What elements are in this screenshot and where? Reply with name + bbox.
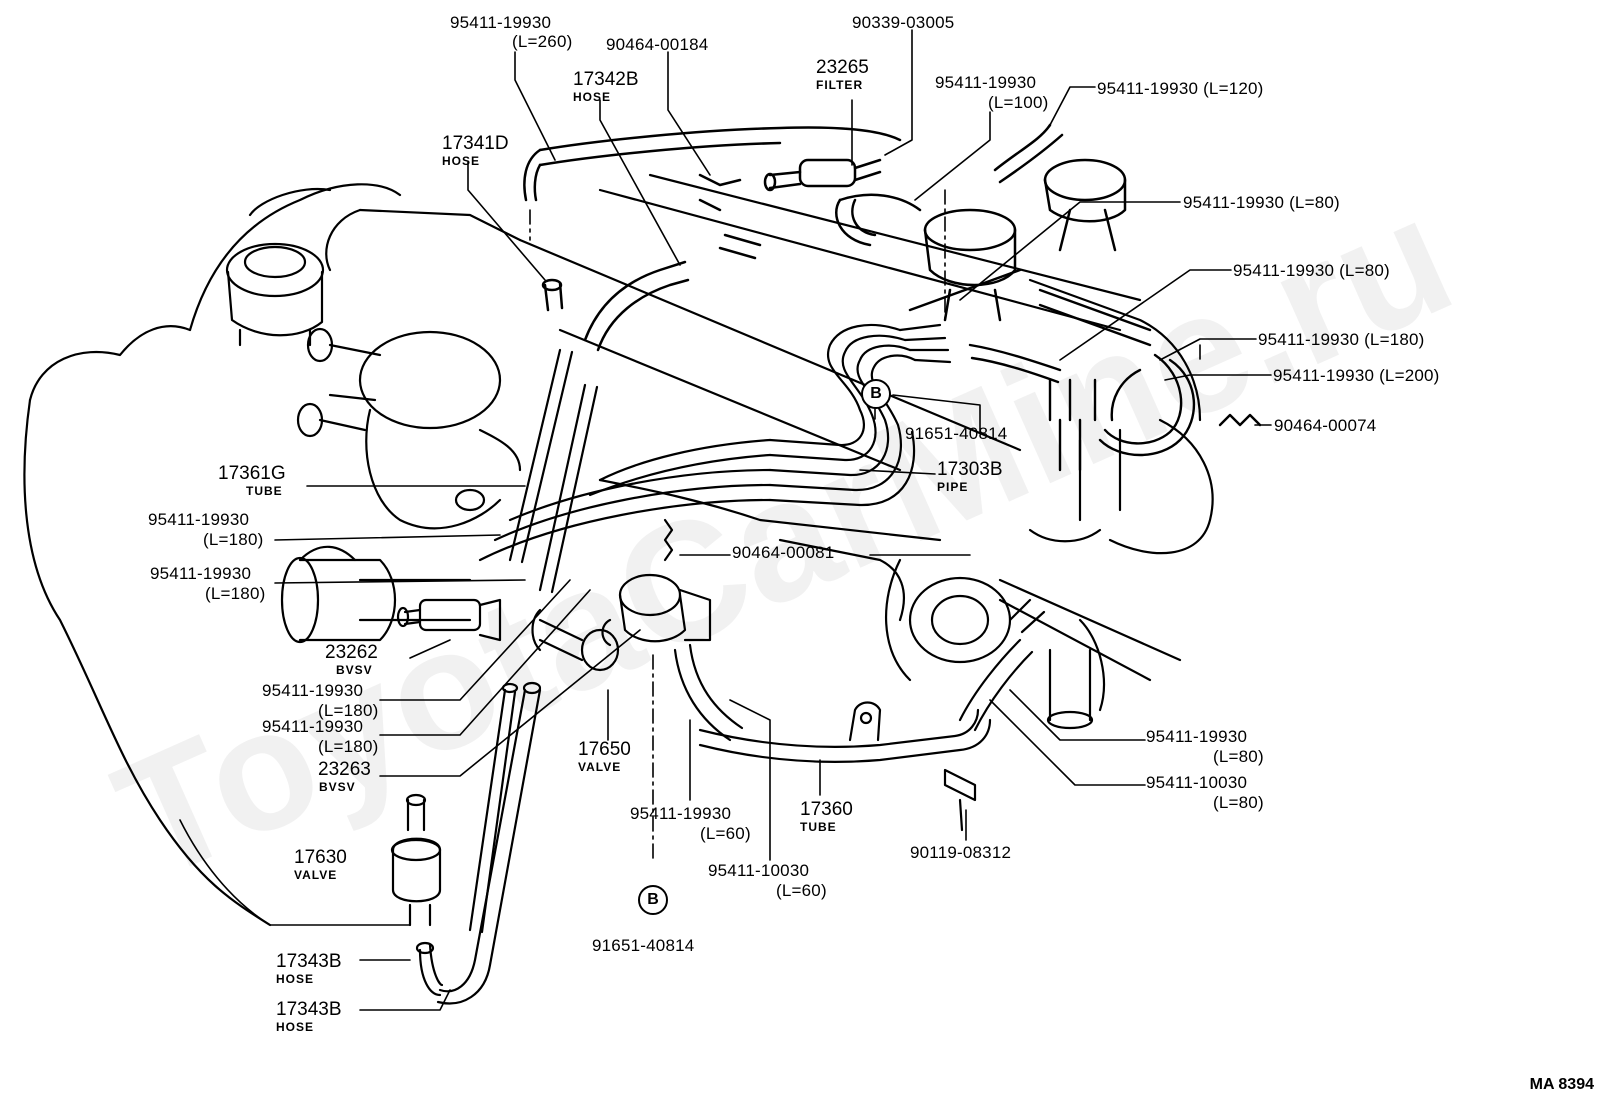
label-95411-19930-l200: 95411-19930 (L=200) (1273, 366, 1440, 385)
label-90464-00184: 90464-00184 (606, 35, 709, 54)
label-17342b: 17342B (573, 69, 639, 90)
label-23265: 23265 (816, 57, 869, 78)
label-23263: 23263 (318, 759, 371, 780)
label-17361g-name: TUBE (246, 484, 283, 498)
callout-b-bottom: B (638, 885, 668, 915)
label-17630: 17630 (294, 847, 347, 868)
label-95411-10030-l60: 95411-10030 (708, 861, 810, 880)
label-95411-19930-left-2: 95411-19930 (150, 564, 252, 583)
leader-lines (179, 29, 1272, 1011)
label-17342b-name: HOSE (573, 90, 612, 104)
label-95411-19930-left-3-length: (L=180) (318, 701, 379, 720)
dashed-connectors (529, 189, 1201, 861)
label-90464-00074: 90464-00074 (1274, 416, 1377, 435)
label-23263-name: BVSV (319, 780, 356, 794)
label-17341d: 17341D (442, 133, 509, 154)
label-17343b-upper-name: HOSE (276, 972, 315, 986)
label-95411-10030-l80-length: (L=80) (1213, 793, 1264, 812)
label-91651-40814-top: 91651-40814 (905, 424, 1008, 443)
label-95411-10030-l60-length: (L=60) (776, 881, 827, 900)
label-95411-19930-left-2-length: (L=180) (205, 584, 266, 603)
left-lower-components (390, 348, 1046, 1005)
label-95411-19930-left-3: 95411-19930 (262, 681, 364, 700)
label-90339-03005: 90339-03005 (852, 13, 955, 32)
top-hoses (523, 123, 1127, 352)
label-17341d-name: HOSE (442, 154, 481, 168)
label-17650: 17650 (578, 739, 631, 760)
label-17343b-lower-name: HOSE (276, 1020, 315, 1034)
label-17650-name: VALVE (578, 760, 622, 774)
label-95411-19930-l60-length: (L=60) (700, 824, 751, 843)
label-17360-name: TUBE (800, 820, 837, 834)
engine-outline (23, 173, 1214, 927)
label-95411-19930-left-1-length: (L=180) (203, 530, 264, 549)
label-23262: 23262 (325, 642, 378, 663)
label-95411-19930-l60: 95411-19930 (630, 804, 732, 823)
label-23265-name: FILTER (816, 78, 864, 92)
label-95411-19930-l100: 95411-19930 (935, 73, 1037, 92)
callout-b-top: B (861, 379, 891, 409)
label-95411-10030-l80: 95411-10030 (1146, 773, 1248, 792)
label-17343b-upper: 17343B (276, 951, 342, 972)
label-95411-19930-l80-b: 95411-19930 (L=80) (1233, 261, 1390, 280)
label-95411-19930-l100-length: (L=100) (988, 93, 1049, 112)
diagram-code: MA 8394 (1529, 1076, 1594, 1093)
label-95411-19930-l80-c: 95411-19930 (1146, 727, 1248, 746)
label-23262-name: BVSV (336, 663, 373, 677)
label-95411-19930-left-4: 95411-19930 (262, 717, 364, 736)
label-17343b-lower: 17343B (276, 999, 342, 1020)
label-95411-19930-l120: 95411-19930 (L=120) (1097, 79, 1264, 98)
label-17361g: 17361G (218, 463, 286, 484)
label-17303b-name: PIPE (937, 480, 969, 494)
label-90464-00081: 90464-00081 (732, 543, 835, 562)
right-hoses (968, 288, 1262, 472)
label-17630-name: VALVE (294, 868, 338, 882)
label-95411-19930-l80-c-length: (L=80) (1213, 747, 1264, 766)
label-95411-19930-l260-length: (L=260) (512, 32, 573, 51)
label-95411-19930-left-4-length: (L=180) (318, 737, 379, 756)
label-95411-19930-l80-a: 95411-19930 (L=80) (1183, 193, 1340, 212)
label-17303b: 17303B (937, 459, 1003, 480)
label-17360: 17360 (800, 799, 853, 820)
label-95411-19930-l260: 95411-19930 (450, 13, 552, 32)
label-90119-08312: 90119-08312 (910, 843, 1012, 862)
label-95411-19930-l180-a: 95411-19930 (L=180) (1258, 330, 1425, 349)
label-91651-40814-bottom: 91651-40814 (592, 936, 695, 955)
label-95411-19930-left-1: 95411-19930 (148, 510, 250, 529)
